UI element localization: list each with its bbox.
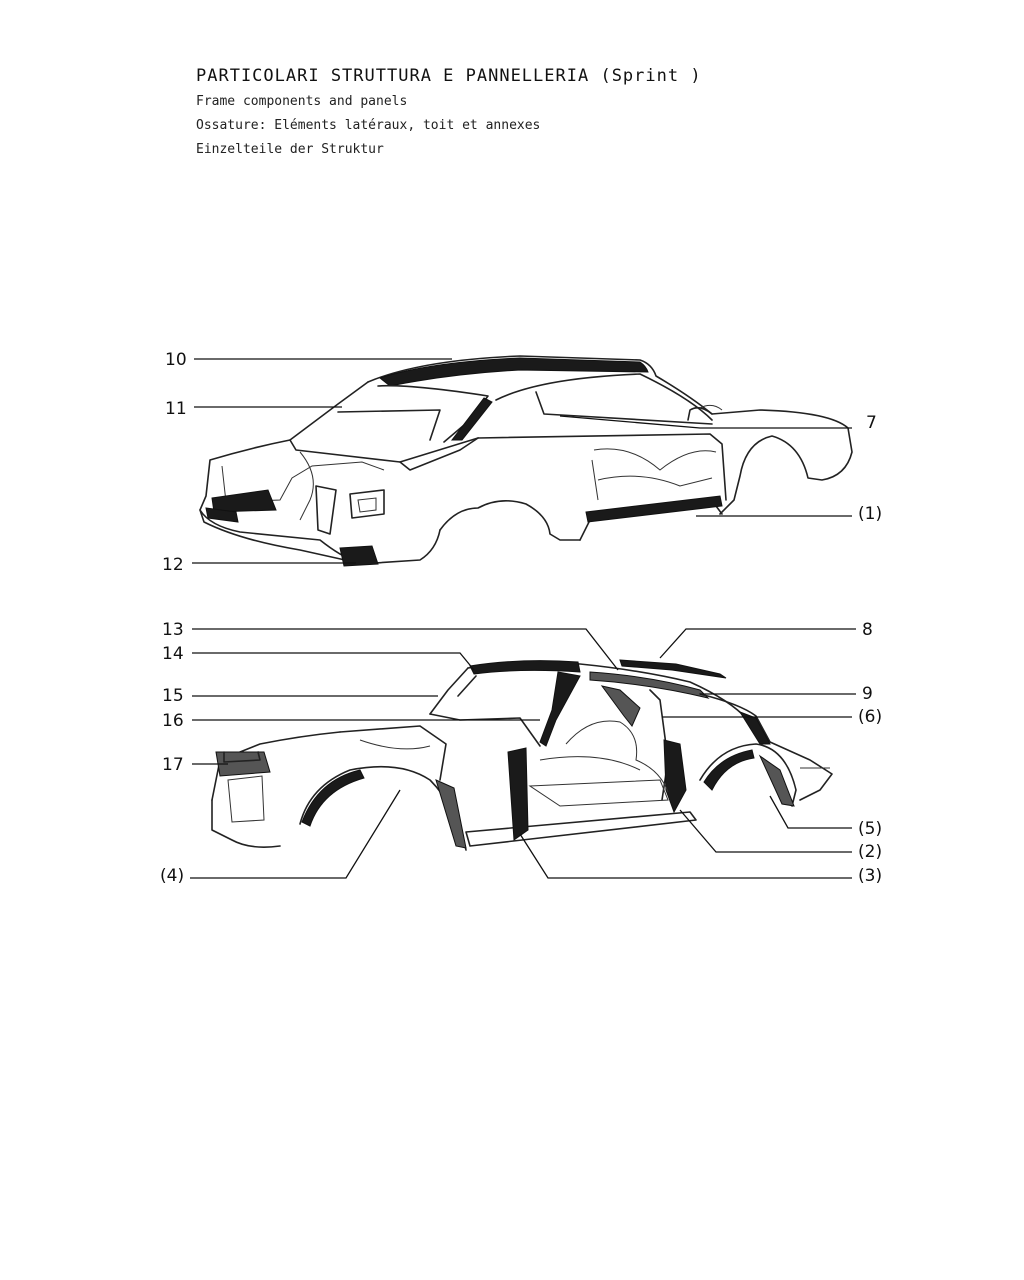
leader-7 — [559, 415, 852, 429]
frame-components-drawing — [211, 659, 833, 851]
callouts-bottom: 13 14 15 16 17 (4) 8 9 (6) (5) (2) (3) — [160, 620, 882, 886]
page-header: PARTICOLARI STRUTTURA E PANNELLERIA (Spr… — [196, 66, 702, 162]
callout-13: 13 — [162, 620, 184, 640]
page-title: PARTICOLARI STRUTTURA E PANNELLERIA (Spr… — [196, 66, 702, 86]
callout-12: 12 — [162, 555, 184, 575]
callout-2: (2) — [858, 842, 882, 862]
leader-3 — [519, 833, 852, 879]
subtitle-french: Ossature: Eléments latéraux, toit et ann… — [196, 118, 541, 133]
callout-3: (3) — [858, 866, 882, 886]
callout-16: 16 — [162, 711, 184, 731]
leader-5 — [769, 795, 852, 829]
leader-2 — [679, 809, 852, 853]
callout-5: (5) — [858, 819, 882, 839]
callout-17: 17 — [162, 755, 184, 775]
leader-14 — [192, 652, 475, 671]
callout-8: 8 — [862, 620, 873, 640]
callout-9: 9 — [862, 684, 873, 704]
leader-4 — [190, 789, 401, 879]
callout-4: (4) — [160, 866, 184, 886]
callout-15: 15 — [162, 686, 184, 706]
subtitle-german: Einzelteile der Struktur — [196, 142, 384, 157]
callouts-top: 10 11 12 7 (1) — [162, 350, 882, 575]
callout-11: 11 — [165, 399, 187, 419]
leader-13 — [192, 628, 619, 671]
callout-14: 14 — [162, 644, 184, 664]
leader-8 — [659, 628, 856, 659]
assembled-body-drawing — [199, 355, 853, 567]
callout-1: (1) — [858, 504, 882, 524]
callout-10: 10 — [165, 350, 187, 370]
callout-6: (6) — [858, 707, 882, 727]
subtitle-english: Frame components and panels — [196, 94, 408, 109]
callout-7: 7 — [866, 413, 877, 433]
